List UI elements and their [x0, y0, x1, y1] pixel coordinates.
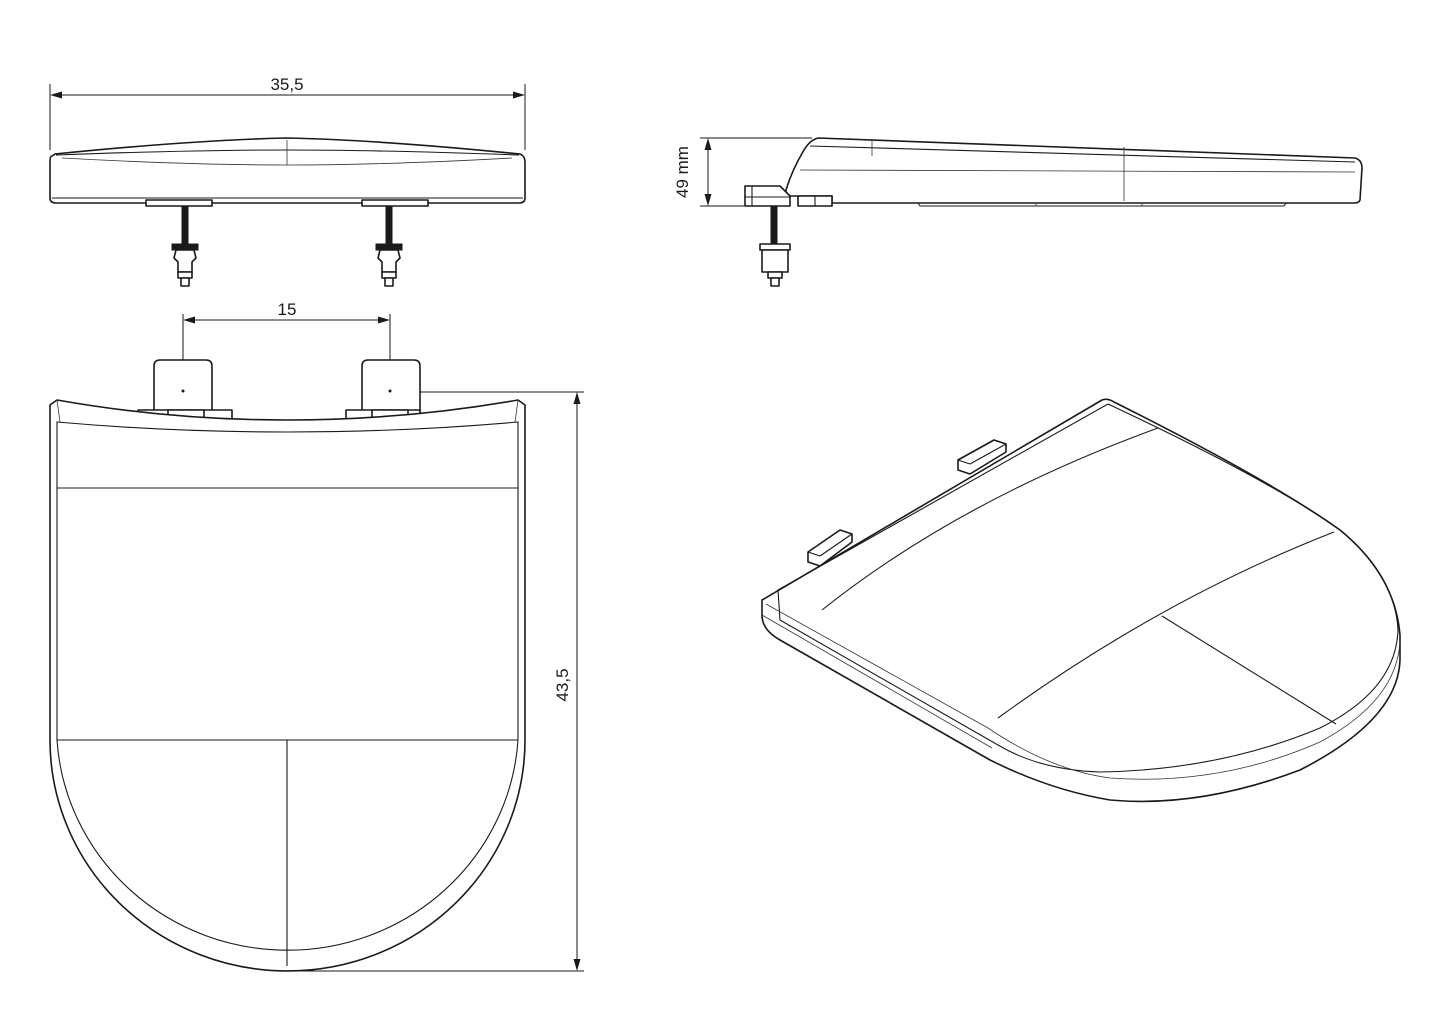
hinge-spacing-dimension: 15: [182, 300, 391, 392]
iso-seat-body: [761, 398, 1401, 803]
top-view: 15 43,5: [49, 300, 584, 972]
front-view-right-plate: [361, 199, 429, 207]
front-view-right-bolt: [375, 205, 403, 287]
side-view-hinge: [744, 185, 833, 287]
height-dimension: 49 mm: [673, 137, 812, 207]
width-dimension: 35,5: [49, 75, 526, 150]
front-view: 35,5: [49, 75, 526, 287]
height-dimension-label: 49 mm: [673, 146, 692, 198]
iso-left-hinge: [807, 529, 853, 567]
top-view-right-hinge: [345, 359, 421, 423]
front-view-left-bolt: [171, 205, 199, 287]
top-view-seat-outline: [49, 399, 526, 972]
hinge-spacing-label: 15: [278, 300, 297, 319]
front-view-left-plate: [145, 199, 213, 207]
length-dimension-label: 43,5: [553, 668, 572, 701]
isometric-view: [761, 398, 1401, 803]
width-dimension-label: 35,5: [270, 75, 303, 94]
front-view-seat-body: [49, 137, 526, 204]
length-dimension: 43,5: [290, 391, 584, 972]
side-view: 49 mm: [673, 137, 1363, 287]
